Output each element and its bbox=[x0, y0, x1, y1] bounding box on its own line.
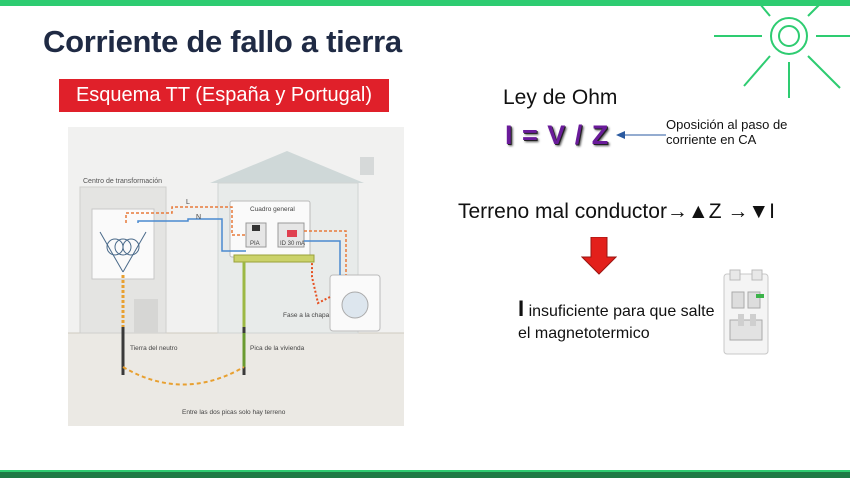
terrain-statement: Terreno mal conductor→▲Z →▼I bbox=[458, 200, 775, 223]
sun-icon bbox=[714, 3, 850, 98]
bottom-accent-line bbox=[0, 470, 850, 472]
line-l-label: L bbox=[186, 199, 190, 206]
current-symbol: I bbox=[518, 296, 525, 321]
ohm-formula: I = V / Z bbox=[505, 120, 610, 150]
terrain-label: Entre las dos picas solo hay terreno bbox=[182, 409, 286, 416]
top-accent-bar bbox=[0, 0, 850, 6]
circuit-breaker-icon bbox=[723, 269, 769, 355]
insufficient-text: insuficiente para que salte el magnetote… bbox=[518, 303, 715, 342]
transformer-label: Centro de transformación bbox=[83, 178, 162, 185]
house-ground-label: Pica de la vivienda bbox=[250, 345, 305, 352]
left-arrow-icon bbox=[616, 131, 666, 139]
fault-label: Fase a la chapa bbox=[283, 312, 330, 319]
down-arrow-icon bbox=[581, 237, 617, 275]
neutral-ground-label: Tierra del neutro bbox=[130, 345, 178, 352]
impedance-note: Oposición al paso de corriente en CA bbox=[666, 117, 788, 147]
bottom-accent-bar bbox=[0, 472, 850, 478]
ohm-law-title: Ley de Ohm bbox=[503, 86, 618, 109]
panel-label: Cuadro general bbox=[250, 206, 295, 213]
tt-scheme-diagram: Centro de transformación Cuadro general … bbox=[68, 127, 404, 426]
insufficient-current-text: I insuficiente para que salte el magneto… bbox=[518, 298, 718, 345]
id-label: ID 30 mA bbox=[280, 241, 305, 247]
line-n-label: N bbox=[196, 214, 201, 221]
page-title: Corriente de fallo a tierra bbox=[43, 24, 402, 59]
pia-label: PIA bbox=[250, 241, 260, 247]
scheme-badge: Esquema TT (España y Portugal) bbox=[59, 79, 389, 112]
